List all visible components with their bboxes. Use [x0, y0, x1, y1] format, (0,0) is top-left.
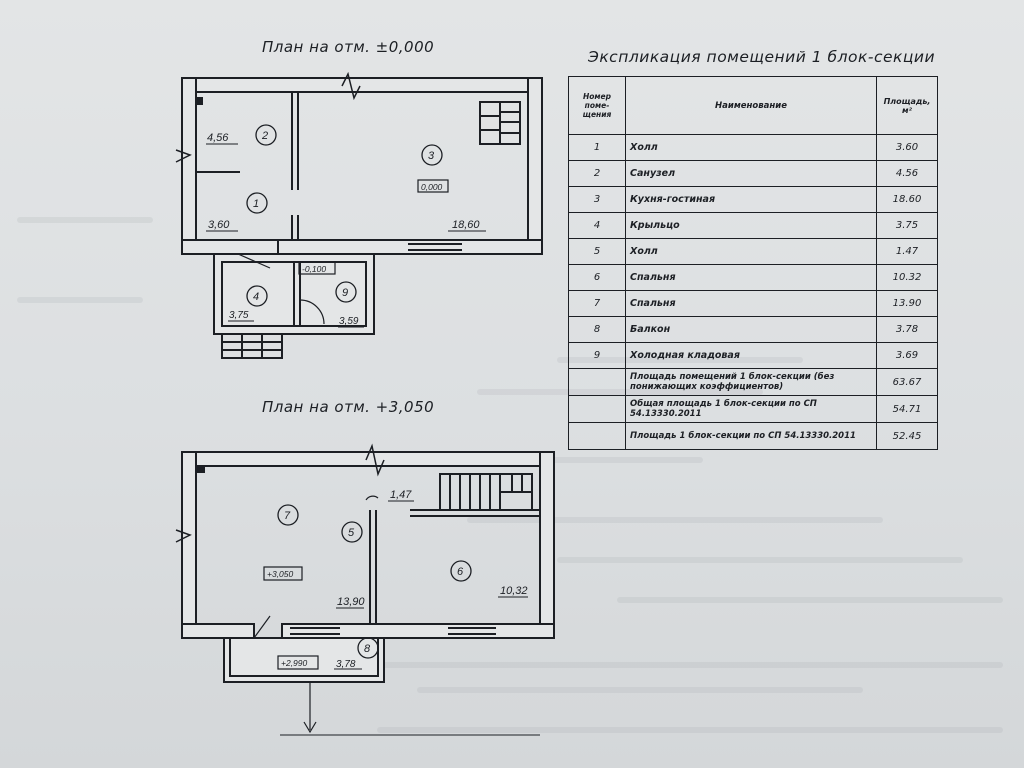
row-number: [568, 368, 626, 396]
header-area: Площадь, м²: [876, 76, 938, 135]
room-5-number: 5: [348, 527, 355, 539]
header-name: Наименование: [625, 76, 877, 135]
row-name: Холодная кладовая: [625, 342, 877, 369]
row-name: Холл: [625, 238, 877, 265]
room-3-area: 18,60: [452, 219, 480, 231]
table-row: 3 Кухня-гостиная 18.60: [568, 186, 938, 213]
room-2-area: 4,56: [207, 132, 229, 144]
row-area: 54.71: [876, 395, 938, 423]
level-mark-plan2: +3,050: [267, 569, 294, 579]
room-9-area: 3,59: [339, 316, 359, 327]
table-row: 9 Холодная кладовая 3.69: [568, 342, 938, 369]
room-1-area: 3,60: [208, 219, 230, 231]
table-row-total: Площадь 1 блок-секции по СП 54.13330.201…: [568, 422, 938, 450]
row-number: 9: [568, 342, 626, 369]
row-number: 1: [568, 134, 626, 161]
plan2-title: План на отм. +3,050: [262, 398, 435, 416]
level-mark-plan2-low: +2,990: [281, 658, 308, 668]
explication-table: Номер поме-щения Наименование Площадь, м…: [568, 76, 938, 450]
room-6-area: 10,32: [500, 585, 528, 597]
row-name: Балкон: [625, 316, 877, 343]
plan1-title: План на отм. ±0,000: [262, 38, 435, 56]
row-number: 3: [568, 186, 626, 213]
table-row-total: Общая площадь 1 блок-секции по СП 54.133…: [568, 395, 938, 423]
room-2-number: 2: [261, 130, 268, 142]
table-row: 7 Спальня 13.90: [568, 290, 938, 317]
room-6-number: 6: [457, 566, 464, 578]
level-mark-plan1-low: -0,100: [302, 264, 326, 274]
room-8-number: 8: [364, 643, 371, 655]
row-area: 3.60: [876, 134, 938, 161]
room-7-number: 7: [284, 510, 291, 522]
row-name: Кухня-гостиная: [625, 186, 877, 213]
table-row: 4 Крыльцо 3.75: [568, 212, 938, 239]
table-row: 5 Холл 1.47: [568, 238, 938, 265]
row-name: Спальня: [625, 290, 877, 317]
explication-title: Экспликация помещений 1 блок-секции: [588, 48, 936, 66]
table-row-total: Площадь помещений 1 блок-секции (без пон…: [568, 368, 938, 396]
table-row: 2 Санузел 4.56: [568, 160, 938, 187]
row-area: 18.60: [876, 186, 938, 213]
header-number: Номер поме-щения: [568, 76, 626, 135]
room-4-number: 4: [253, 291, 259, 303]
table-row: 1 Холл 3.60: [568, 134, 938, 161]
row-area: 10.32: [876, 264, 938, 291]
row-area: 3.75: [876, 212, 938, 239]
row-number: 2: [568, 160, 626, 187]
table-row: 8 Балкон 3.78: [568, 316, 938, 343]
row-number: 4: [568, 212, 626, 239]
row-name: Площадь 1 блок-секции по СП 54.13330.201…: [625, 422, 877, 450]
row-number: [568, 395, 626, 423]
room-7-area: 13,90: [337, 596, 365, 608]
table-header-row: Номер поме-щения Наименование Площадь, м…: [568, 76, 938, 135]
row-area: 4.56: [876, 160, 938, 187]
room-1-number: 1: [253, 198, 259, 210]
row-area: 1.47: [876, 238, 938, 265]
level-mark-plan1: 0,000: [421, 182, 443, 192]
row-name: Холл: [625, 134, 877, 161]
row-number: 7: [568, 290, 626, 317]
row-area: 3.78: [876, 316, 938, 343]
row-number: 6: [568, 264, 626, 291]
room-3-number: 3: [428, 150, 435, 162]
row-name: Крыльцо: [625, 212, 877, 239]
room-9-number: 9: [342, 287, 348, 299]
row-number: [568, 422, 626, 450]
row-area: 52.45: [876, 422, 938, 450]
room-4-area: 3,75: [229, 310, 249, 321]
table-row: 6 Спальня 10.32: [568, 264, 938, 291]
room-8-area: 3,78: [336, 659, 356, 670]
room-5-area: 1,47: [390, 489, 412, 501]
row-number: 8: [568, 316, 626, 343]
row-name: Спальня: [625, 264, 877, 291]
row-area: 3.69: [876, 342, 938, 369]
row-number: 5: [568, 238, 626, 265]
row-name: Площадь помещений 1 блок-секции (без пон…: [625, 368, 877, 396]
row-area: 13.90: [876, 290, 938, 317]
row-area: 63.67: [876, 368, 938, 396]
row-name: Санузел: [625, 160, 877, 187]
row-name: Общая площадь 1 блок-секции по СП 54.133…: [625, 395, 877, 423]
